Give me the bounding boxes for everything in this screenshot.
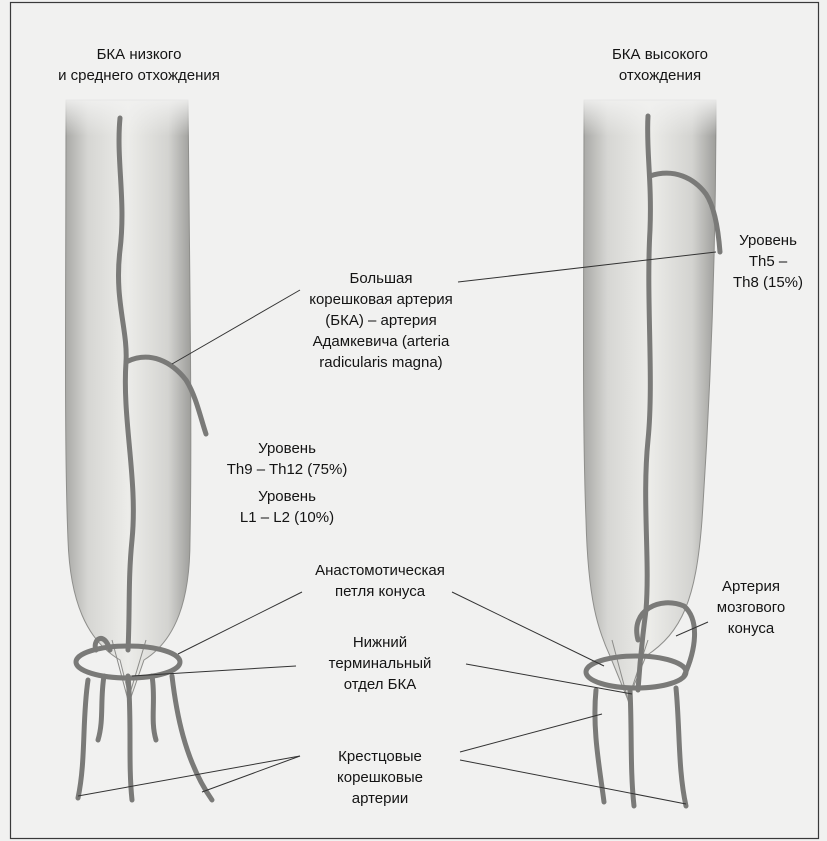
label-level-th9-th12: Уровень Th9 – Th12 (75%) (212, 438, 362, 480)
right-heading: БКА высокого отхождения (560, 44, 760, 86)
leader-sacral-left-1 (78, 756, 300, 796)
leader-terminal-left (132, 666, 296, 676)
leader-terminal-right (466, 664, 632, 694)
label-level-th5-th8: Уровень Th5 – Th8 (15%) (718, 230, 818, 293)
label-sacral-arteries: Крестцовые корешковые артерии (300, 746, 460, 809)
leader-sacral-right-1 (460, 714, 602, 752)
leader-anastomotic-left (178, 592, 302, 654)
leader-sacral-left-2 (202, 756, 300, 792)
label-terminal-segment: Нижний терминальный отдел БКА (300, 632, 460, 695)
left-heading: БКА низкого и среднего отхождения (34, 44, 244, 86)
label-conus-artery: Артерия мозгового конуса (696, 576, 806, 639)
leader-sacral-right-2 (460, 760, 686, 804)
leader-anastomotic-right (452, 592, 604, 666)
label-anastomotic-loop: Анастомотическая петля конуса (290, 560, 470, 602)
label-level-l1-l2: Уровень L1 – L2 (10%) (212, 486, 362, 528)
label-great-radicular-artery: Большая корешковая артерия (БКА) – артер… (296, 268, 466, 373)
leader-bka-left (172, 290, 300, 364)
